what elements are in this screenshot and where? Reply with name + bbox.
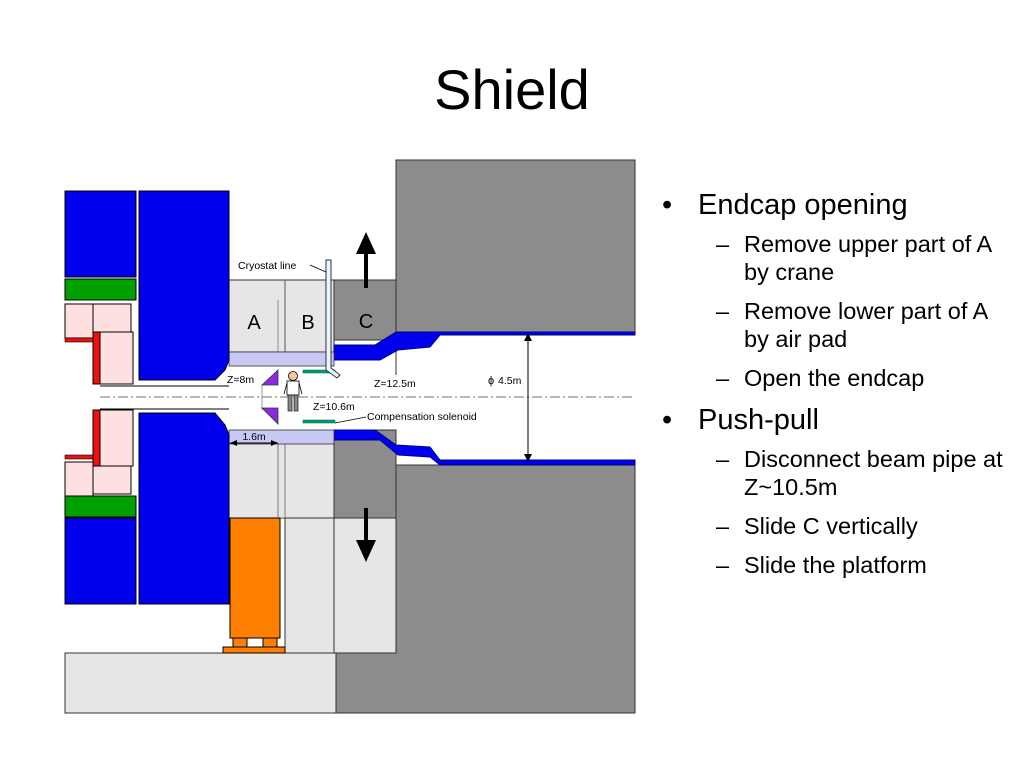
dash-icon: – — [716, 552, 730, 578]
sub-bullet-item: – Remove lower part of A by air pad — [658, 297, 1008, 353]
bullet-item: • Endcap opening — [658, 188, 1008, 222]
dash-icon: – — [716, 365, 730, 391]
bullet-list: • Endcap opening – Remove upper part of … — [658, 188, 1008, 590]
beam-shield-blue — [333, 331, 636, 466]
sub-bullet-text: Remove upper part of A by crane — [744, 231, 991, 285]
sub-bullet-text: Slide C vertically — [744, 513, 918, 539]
platform — [64, 442, 397, 714]
lavender-layers — [228, 351, 335, 445]
label-section-a: A — [247, 312, 261, 334]
label-section-c: C — [359, 311, 373, 333]
label-z-10-6: Z=10.6m — [313, 401, 355, 413]
sub-bullet-item: – Disconnect beam pipe at Z~10.5m — [658, 445, 1008, 501]
detector-pink-red — [64, 303, 229, 497]
width-dimension — [230, 385, 278, 446]
dash-icon: – — [716, 231, 730, 257]
cryostat-leader — [309, 264, 327, 273]
dash-icon: – — [716, 513, 730, 539]
bullet-dot-icon: • — [662, 404, 673, 436]
sub-bullet-item: – Slide the platform — [658, 551, 1008, 579]
compensation-solenoid-bars — [302, 369, 336, 424]
sub-bullet-item: – Open the endcap — [658, 364, 1008, 392]
cryostat-line-tube — [325, 259, 341, 379]
label-z-12-5: Z=12.5m — [374, 378, 416, 390]
sub-bullet-item: – Remove upper part of A by crane — [658, 230, 1008, 286]
detector-blue — [64, 190, 230, 605]
sub-bullet-text: Remove lower part of A by air pad — [744, 298, 987, 352]
sub-bullet-item: – Slide C vertically — [658, 512, 1008, 540]
label-section-b: B — [301, 312, 314, 334]
arrow-down-icon — [356, 508, 376, 562]
shield-block-c — [333, 159, 636, 714]
bullet-item: • Push-pull — [658, 403, 1008, 437]
bullet-dot-icon: • — [662, 189, 673, 221]
bullet-text: Push-pull — [698, 404, 819, 436]
dash-icon: – — [716, 298, 730, 324]
arrow-up-icon — [356, 232, 376, 288]
sub-bullet-text: Disconnect beam pipe at Z~10.5m — [744, 446, 1003, 500]
sub-bullet-text: Open the endcap — [744, 365, 925, 391]
purple-wedges — [260, 369, 279, 425]
label-diameter: 4.5m — [498, 375, 522, 387]
label-compensation-solenoid: Compensation solenoid — [367, 411, 477, 423]
slide-title: Shield — [434, 58, 590, 121]
label-z-8: Z=8m — [227, 374, 254, 386]
section-a-b-upper — [228, 279, 335, 353]
label-cryostat-line: Cryostat line — [238, 260, 297, 272]
bullet-text: Endcap opening — [698, 189, 908, 221]
dash-icon: – — [716, 446, 730, 472]
label-diameter-symbol: ϕ — [488, 375, 494, 387]
diameter-dimension — [395, 333, 532, 462]
label-width-1-6: 1.6m — [242, 431, 266, 443]
sub-bullet-text: Slide the platform — [744, 552, 927, 578]
detector-green — [64, 278, 137, 518]
solenoid-leader — [334, 416, 367, 424]
person-figure — [283, 371, 303, 412]
air-pad — [222, 517, 286, 654]
